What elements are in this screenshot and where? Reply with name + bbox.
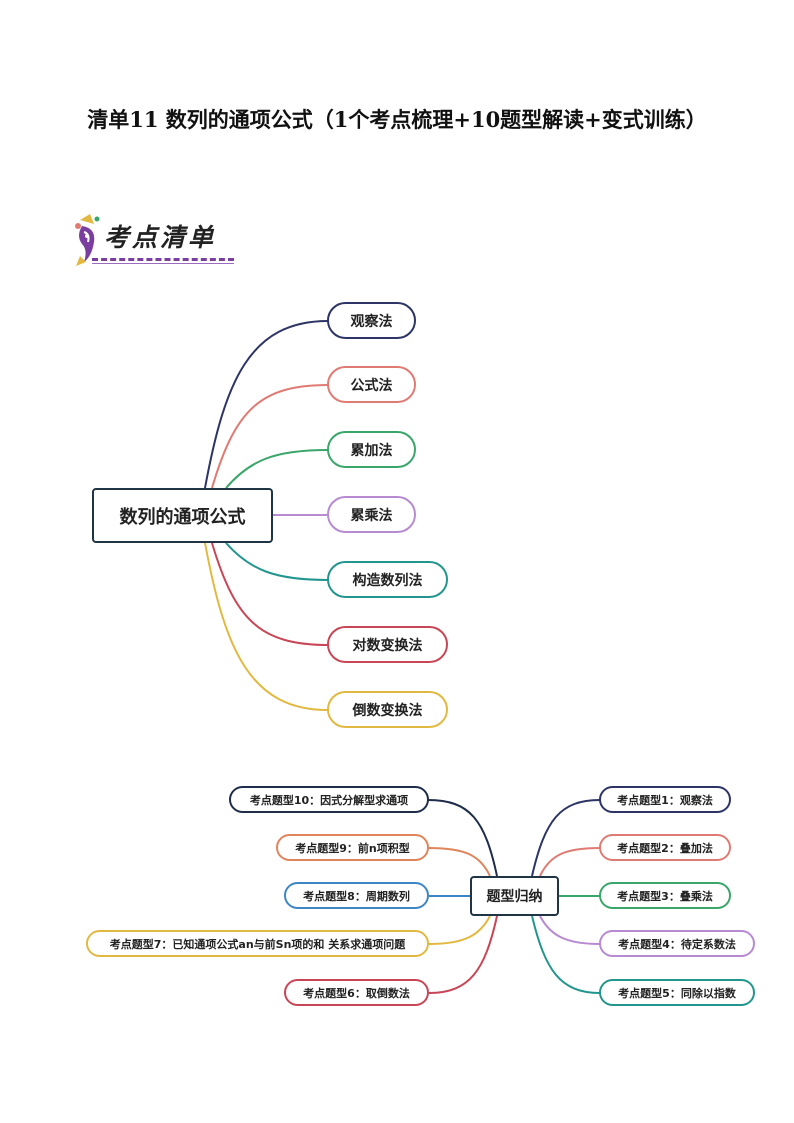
mindmap-center-node: 数列的通项公式 [92, 488, 273, 543]
banner-underline-thin [92, 263, 234, 264]
right-branch-node: 考点题型5：同除以指数 [599, 979, 755, 1006]
connector-2 [211, 384, 329, 489]
right-branch-node: 考点题型1：观察法 [599, 786, 731, 813]
connector-7 [204, 542, 329, 711]
left-branch-node: 考点题型10：因式分解型求通项 [229, 786, 429, 813]
connector-l4 [428, 915, 491, 945]
connector-r2 [539, 847, 601, 877]
mascot-icon [75, 214, 100, 266]
left-branch-node: 考点题型9：前n项积型 [276, 834, 429, 861]
left-branch-node: 考点题型7：已知通项公式an与前Sn项的和 关系求通项问题 [86, 930, 429, 957]
connector-6 [211, 542, 329, 646]
branch-node: 对数变换法 [327, 626, 448, 663]
connector-r1 [531, 799, 601, 877]
branch-node: 公式法 [327, 366, 416, 403]
page-title: 清单11 数列的通项公式（1个考点梳理+10题型解读+变式训练） [87, 107, 707, 132]
connector-3 [225, 449, 329, 489]
connector-l1 [427, 799, 498, 877]
connector-r4 [539, 915, 601, 945]
connector-5 [225, 542, 329, 581]
branch-node: 累乘法 [327, 496, 416, 533]
branch-node: 倒数变换法 [327, 691, 448, 728]
branch-node: 构造数列法 [327, 561, 448, 598]
branch-node: 观察法 [327, 302, 416, 339]
banner-title: 考点清单 [104, 223, 217, 252]
right-branch-node: 考点题型2：叠加法 [599, 834, 731, 861]
left-branch-node: 考点题型6：取倒数法 [284, 979, 429, 1006]
connector-1 [204, 320, 329, 489]
right-branch-node: 考点题型3：叠乘法 [599, 882, 731, 909]
mindmap-center-node-2: 题型归纳 [470, 876, 559, 916]
banner-underline [92, 258, 234, 261]
connector-r5 [531, 915, 601, 994]
connector-l2 [427, 847, 491, 877]
connector-l5 [428, 915, 498, 994]
branch-node: 累加法 [327, 431, 416, 468]
left-branch-node: 考点题型8：周期数列 [284, 882, 429, 909]
right-branch-node: 考点题型4：待定系数法 [599, 930, 755, 957]
section-banner: 考点清单 [70, 212, 240, 270]
